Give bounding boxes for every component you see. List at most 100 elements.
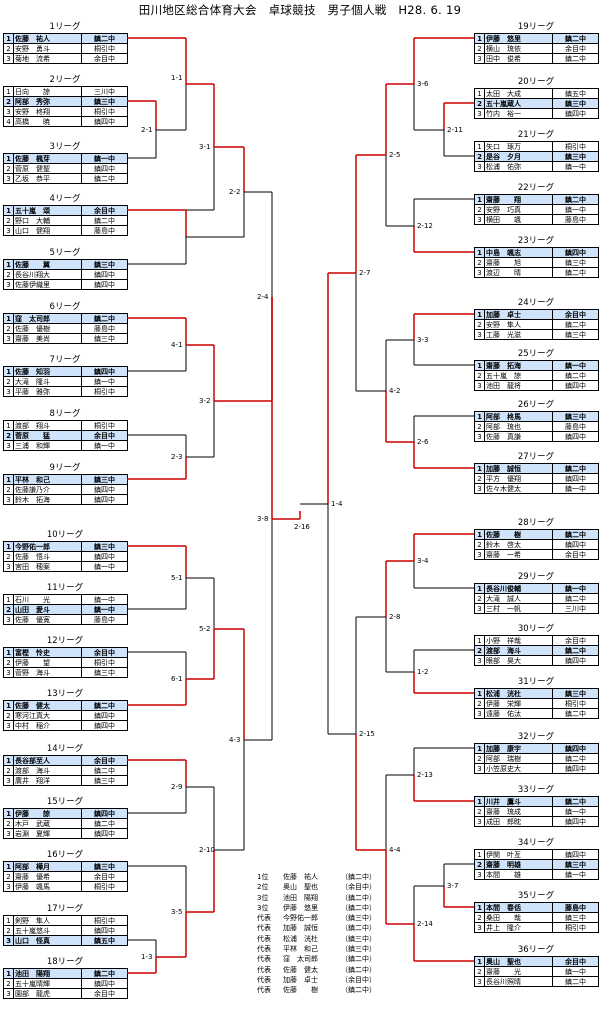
- league-title: 17リーグ: [46, 904, 84, 914]
- school-name: 余目中: [552, 549, 599, 560]
- result-row: 代表佐藤 健太（鎮二中）: [257, 965, 376, 975]
- result-label: 代表: [257, 986, 271, 995]
- school-name: 鎮三中: [81, 667, 128, 678]
- result-school: （余目中）: [341, 975, 376, 984]
- result-school: （鎮三中）: [341, 934, 376, 943]
- match-label: 3-1: [199, 143, 211, 151]
- match-label: 2-10: [199, 846, 215, 854]
- league-title: 9リーグ: [49, 463, 81, 473]
- league-title: 8リーグ: [49, 409, 81, 419]
- result-name: 今野佑一郎: [283, 914, 318, 923]
- league-title: 10リーグ: [46, 530, 84, 540]
- match-label: 4-4: [389, 846, 401, 854]
- result-school: （鎮二中）: [341, 903, 376, 912]
- league-title: 1リーグ: [49, 22, 81, 32]
- match-label: 3-2: [199, 397, 211, 405]
- result-row: 代表平林 和己（鎮三中）: [257, 944, 376, 954]
- match-label: 2-12: [417, 222, 433, 230]
- school-name: 鎮四中: [552, 655, 599, 666]
- result-school: （鎮三中）: [341, 945, 376, 954]
- result-name: 佐藤 健太: [283, 965, 318, 974]
- result-row: 代表佐藤 樹（鎮二中）: [257, 985, 376, 995]
- page-title: 田川地区総合体育大会 卓球競技 男子個人戦 H28. 6. 19: [138, 3, 462, 17]
- result-label: 代表: [257, 955, 271, 964]
- school-name: 鎮一中: [552, 869, 599, 880]
- league-title: 25リーグ: [517, 349, 555, 359]
- school-name: 鎮四中: [552, 380, 599, 391]
- result-school: （鎮二中）: [341, 873, 376, 881]
- match-label: 2-5: [389, 151, 401, 159]
- result-row: 2位奥山 聖也（余目中）: [257, 882, 376, 892]
- league-title: 30リーグ: [517, 624, 555, 634]
- result-name: 奥山 聖也: [283, 883, 318, 892]
- result-label: 代表: [257, 975, 271, 984]
- league-title: 14リーグ: [46, 744, 84, 754]
- league-title: 29リーグ: [517, 572, 555, 582]
- result-name: 平林 和己: [283, 945, 318, 954]
- match-label: 3-6: [417, 80, 429, 88]
- result-school: （鎮二中）: [341, 924, 376, 933]
- match-label: 1-2: [417, 668, 429, 676]
- league-title: 36リーグ: [517, 945, 555, 955]
- school-name: 鎮二中: [552, 267, 599, 278]
- match-label: 2-9: [171, 783, 183, 791]
- school-name: 桐引中: [81, 386, 128, 397]
- result-school: （鎮二中）: [341, 965, 376, 974]
- league-title: 31リーグ: [517, 677, 555, 687]
- result-school: （鎮三中）: [341, 914, 376, 923]
- league-title: 34リーグ: [517, 838, 555, 848]
- result-row: 3位伊藤 悠里（鎮二中）: [257, 903, 376, 913]
- school-name: 鎮三中: [552, 329, 599, 340]
- school-name: 藤島中: [81, 614, 128, 625]
- result-label: 3位: [257, 903, 269, 912]
- school-name: 鎮一中: [81, 440, 128, 451]
- result-row: 代表今野佑一郎（鎮三中）: [257, 913, 376, 923]
- league-title: 19リーグ: [517, 22, 555, 32]
